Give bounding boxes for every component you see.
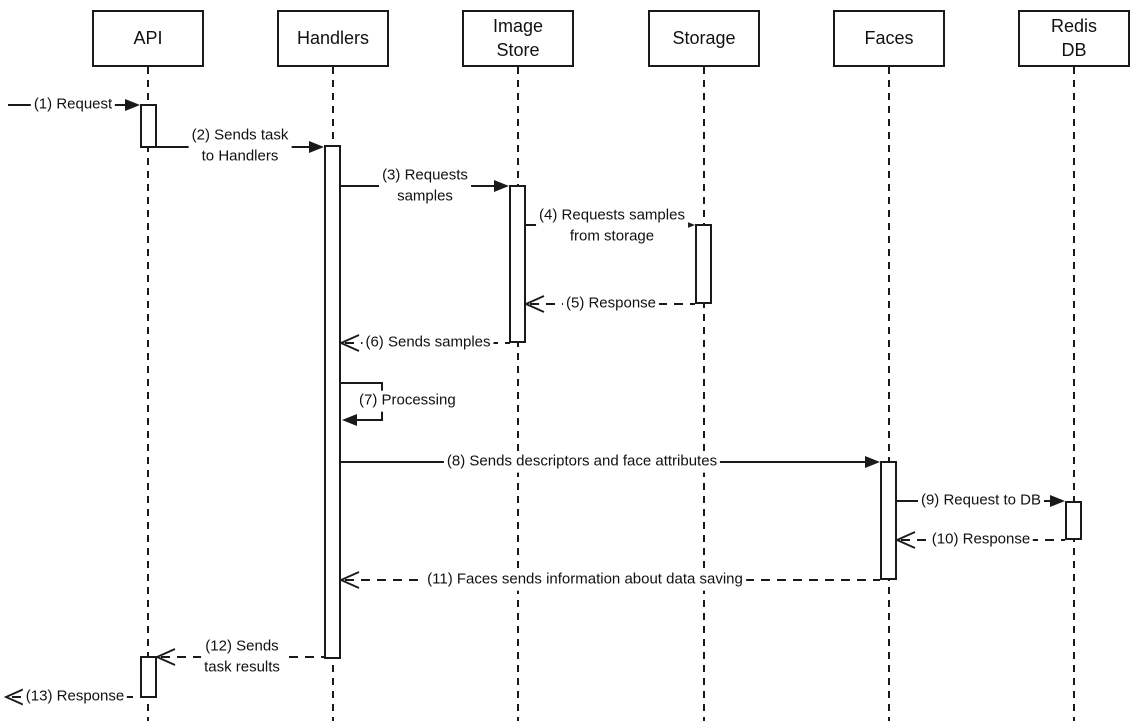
- arrowhead-filled-icon: [865, 456, 880, 468]
- lifeline-image-store: [517, 67, 519, 721]
- message-7-loop-bottom: [356, 419, 383, 421]
- actor-image-store: Image Store: [462, 10, 574, 67]
- activation-api-2: [140, 656, 157, 698]
- arrowhead-open-icon: [895, 531, 916, 549]
- actor-storage: Storage: [648, 10, 760, 67]
- arrowhead-filled-icon: [342, 414, 357, 426]
- arrowhead-open-icon: [155, 648, 176, 666]
- actor-api: API: [92, 10, 204, 67]
- arrowhead-filled-icon: [309, 141, 324, 153]
- actor-faces: Faces: [833, 10, 945, 67]
- message-12-label: (12) Sends task results: [201, 636, 283, 678]
- message-4-label: (4) Requests samples from storage: [536, 205, 688, 247]
- lifeline-faces: [888, 67, 890, 721]
- actor-handlers: Handlers: [277, 10, 389, 67]
- message-1-label: (1) Request: [30, 94, 116, 116]
- lifeline-api: [147, 67, 149, 721]
- activation-redis-db: [1065, 501, 1082, 540]
- message-3-label: (3) Requests samples: [379, 165, 471, 207]
- activation-api-1: [140, 104, 157, 148]
- activation-faces: [880, 461, 897, 580]
- message-7-label: (7) Processing: [356, 390, 459, 412]
- message-10-label: (10) Response: [928, 529, 1034, 551]
- arrowhead-filled-icon: [1050, 495, 1065, 507]
- arrowhead-filled-icon: [494, 180, 509, 192]
- message-6-label: (6) Sends samples: [362, 332, 494, 354]
- activation-storage: [695, 224, 712, 304]
- arrowhead-filled-icon: [125, 99, 140, 111]
- message-9-label: (9) Request to DB: [917, 490, 1045, 512]
- message-2-label: (2) Sends task to Handlers: [188, 125, 292, 167]
- lifeline-storage: [703, 67, 705, 721]
- activation-handlers: [324, 145, 341, 659]
- lifeline-redis-db: [1073, 67, 1075, 721]
- message-11-label: (11) Faces sends information about data …: [424, 569, 746, 591]
- message-5-label: (5) Response: [562, 293, 660, 315]
- message-8-label: (8) Sends descriptors and face attribute…: [443, 451, 721, 473]
- message-7-loop-top: [341, 382, 383, 384]
- activation-image-store: [509, 185, 526, 343]
- actor-redis-db: Redis DB: [1018, 10, 1130, 67]
- arrowhead-open-icon: [524, 295, 545, 313]
- arrowhead-open-icon: [339, 334, 360, 352]
- message-13-label: (13) Response: [22, 686, 128, 708]
- arrowhead-open-icon: [4, 688, 25, 706]
- arrowhead-open-icon: [339, 571, 360, 589]
